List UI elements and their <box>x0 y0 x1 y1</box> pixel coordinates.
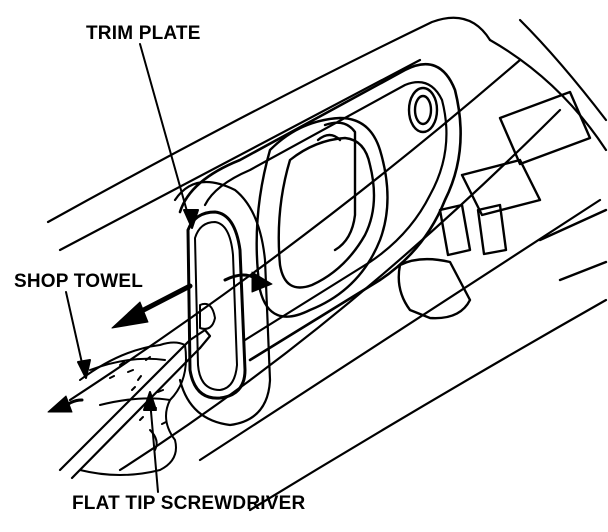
trim-plate <box>173 180 272 427</box>
lock-knob <box>407 86 439 134</box>
leader-lines <box>65 43 199 493</box>
flat-tip-screwdriver-label: FLAT TIP SCREWDRIVER <box>72 493 306 514</box>
shop-towel-label: SHOP TOWEL <box>14 271 144 292</box>
interior-handle-arrow <box>223 271 273 293</box>
trim-plate-label: TRIM PLATE <box>86 23 201 44</box>
screwdriver-drawing <box>58 328 212 480</box>
pry-arrow-left <box>111 283 193 329</box>
door-panel <box>46 16 608 512</box>
pry-arrow-up-left <box>47 395 84 413</box>
right-console-buttons <box>397 90 608 320</box>
